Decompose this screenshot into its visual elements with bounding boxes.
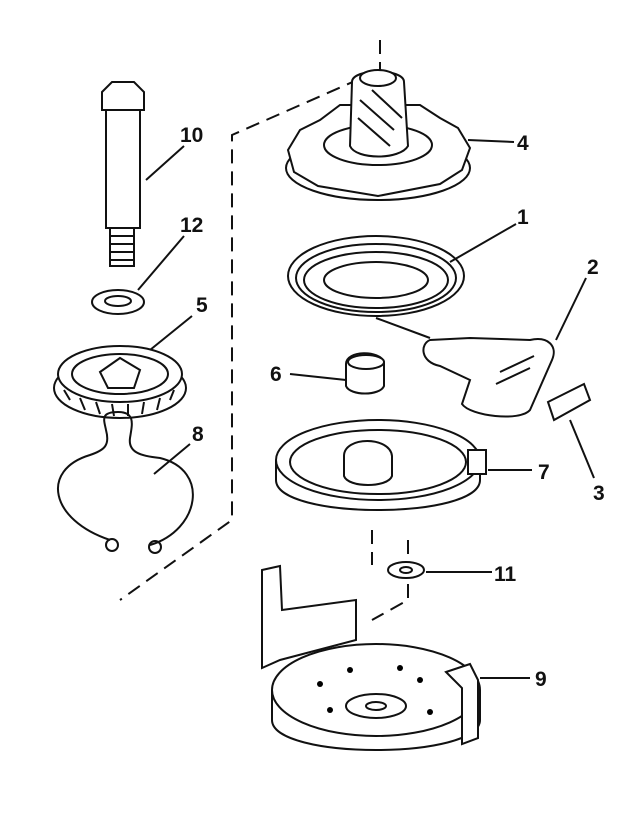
pinion-gear-part [53,345,187,419]
label-handle: 2 [587,256,599,279]
starter-handle-part [422,336,555,418]
assembly-dashed-lines [119,40,409,621]
label-spring-housing: 7 [538,461,550,484]
handle-insert-part [546,382,592,422]
leader-lines [137,139,595,679]
base-housing-part [261,564,481,751]
label-handle-insert: 3 [593,482,605,505]
label-rewind-spring: 1 [517,206,529,229]
label-small-washer: 11 [494,563,517,586]
spring-clip-part [57,410,194,554]
pulley-part [285,69,472,201]
bolt-part [101,81,145,267]
label-base-housing: 9 [535,668,547,691]
label-pulley: 4 [517,132,529,155]
rewind-spring-part [287,235,465,339]
label-pinion-gear: 5 [196,294,208,317]
washer-part [91,289,145,315]
label-spring-clip: 8 [192,423,204,446]
label-bolt: 10 [180,124,203,147]
label-washer: 12 [180,214,203,237]
spring-housing-part [275,419,487,511]
small-washer-part [387,561,425,579]
label-cam: 6 [270,363,282,386]
cam-part [345,352,385,395]
